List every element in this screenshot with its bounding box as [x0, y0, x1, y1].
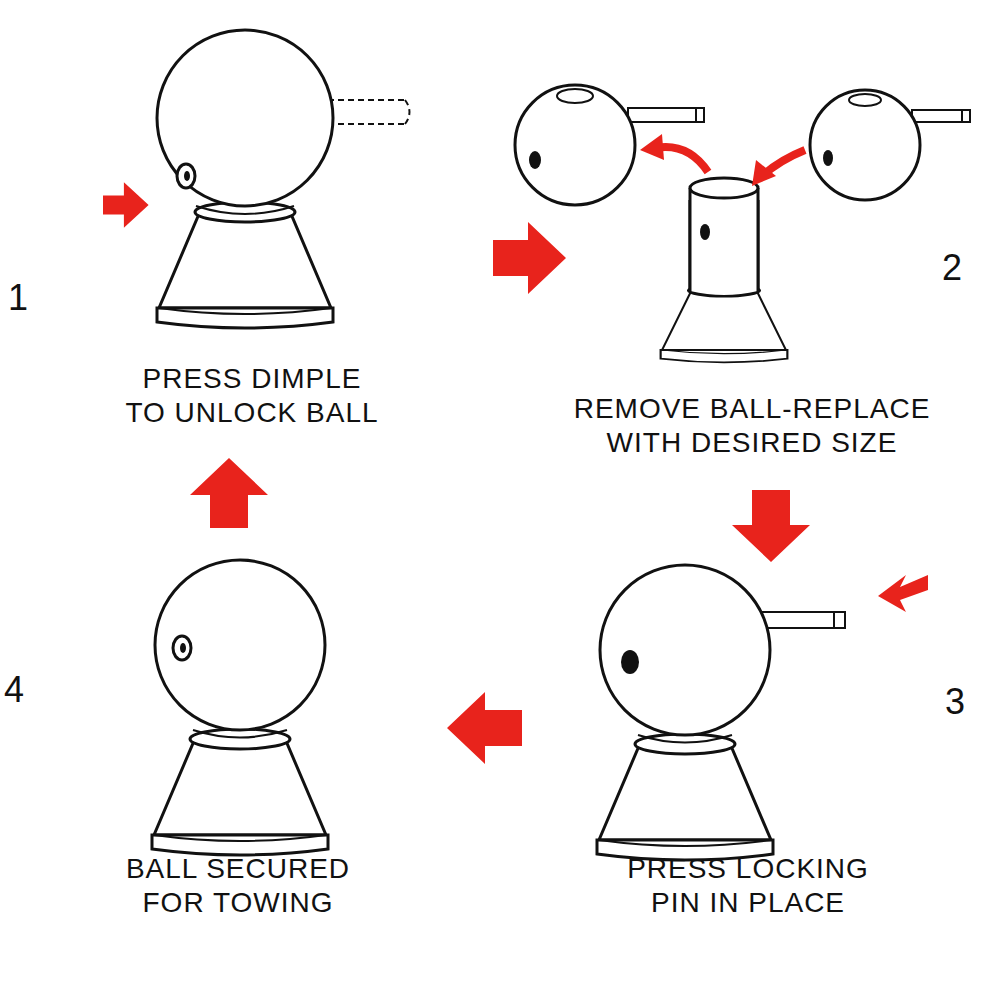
- step-number: 1: [8, 280, 28, 316]
- step2-hitch: [493, 85, 970, 362]
- step-caption: PRESS LOCKING PIN IN PLACE: [538, 852, 958, 920]
- step3-hitch: [493, 565, 928, 860]
- step-caption: REMOVE BALL-REPLACE WITH DESIRED SIZE: [517, 392, 987, 460]
- flow-arrows: [190, 458, 810, 764]
- step-caption: PRESS DIMPLE TO UNLOCK BALL: [42, 362, 462, 430]
- step-number: 2: [942, 250, 962, 286]
- step-number: 4: [4, 672, 24, 708]
- step1-hitch: [103, 30, 410, 328]
- step-caption: BALL SECURED FOR TOWING: [58, 852, 418, 920]
- step4-hitch: [152, 560, 328, 855]
- step-number: 3: [945, 684, 965, 720]
